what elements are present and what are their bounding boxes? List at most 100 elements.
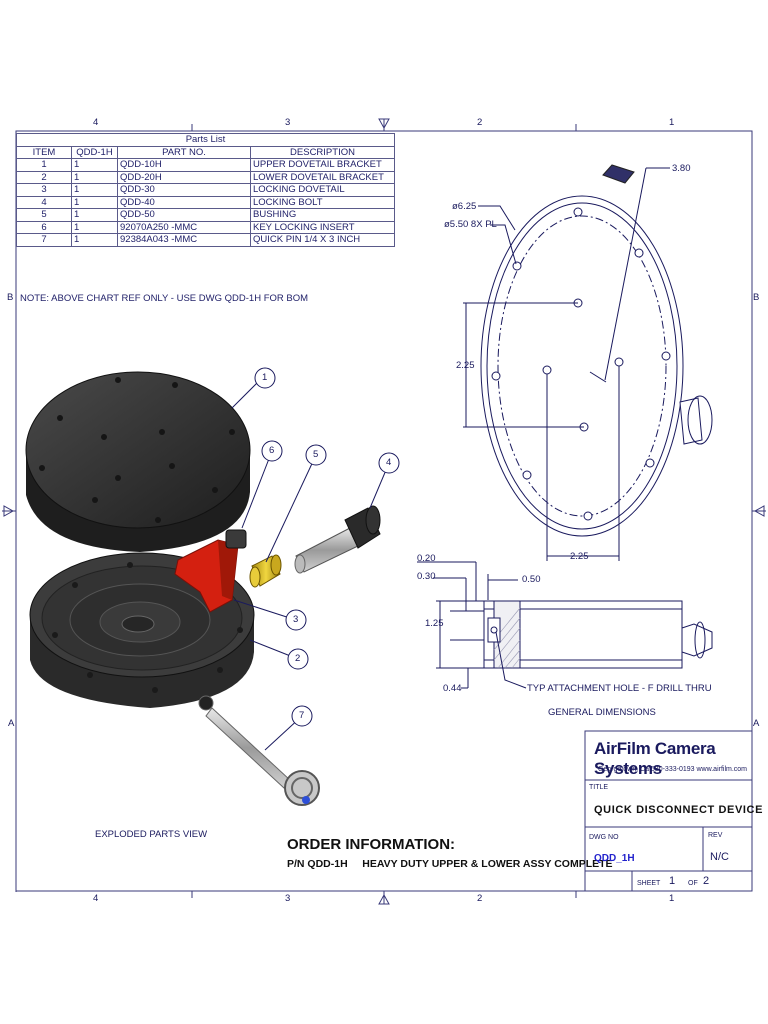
cell-description: KEY LOCKING INSERT <box>250 220 395 234</box>
zone-right-a: A <box>753 718 760 729</box>
balloon-7: 7 <box>299 710 305 721</box>
parts-list-table: Parts List ITEM QDD-1H PART NO. DESCRIPT… <box>16 133 395 247</box>
col-header-part-no: PART NO. <box>117 145 251 159</box>
balloons <box>231 367 400 751</box>
zone-top-3: 3 <box>285 117 291 128</box>
col-header-qty: QDD-1H <box>71 145 118 159</box>
col-header-item: ITEM <box>16 145 72 159</box>
col-header-description: DESCRIPTION <box>250 145 395 159</box>
quick-pin <box>205 707 320 806</box>
balloon-4: 4 <box>386 457 392 468</box>
dim-top-horizontal-2-25: 2.25 <box>570 551 589 562</box>
balloon-6: 6 <box>269 445 275 456</box>
order-information-heading: ORDER INFORMATION: <box>287 836 456 853</box>
company-address: Georgetown, Ca 530-333-0193 www.airfilm.… <box>598 766 748 773</box>
cell-qty: 1 <box>71 195 118 209</box>
dim-side-0-50: 0.50 <box>522 574 541 585</box>
cell-part-no: QDD-40 <box>117 195 251 209</box>
order-part-number-line: P/N QDD-1H HEAVY DUTY UPPER & LOWER ASSY… <box>287 858 613 870</box>
cell-part-no: QDD-50 <box>117 208 251 222</box>
cell-description: LOWER DOVETAIL BRACKET <box>250 170 395 184</box>
dim-top-dia-5-50: ø5.50 8X PL <box>444 219 497 230</box>
rev-label: REV <box>708 832 723 839</box>
side-view <box>417 561 713 689</box>
cell-item: 3 <box>16 183 72 197</box>
revision-value: N/C <box>710 851 729 863</box>
sheet-number: 1 <box>669 875 676 887</box>
balloon-2: 2 <box>295 653 301 664</box>
zone-top-4: 4 <box>93 117 99 128</box>
top-view <box>463 164 713 561</box>
lower-dovetail-bracket <box>29 552 255 711</box>
zone-left-b: B <box>7 292 14 303</box>
centering-marks <box>2 118 766 905</box>
zone-right-b: B <box>753 292 760 303</box>
dim-side-0-30: 0.30 <box>417 571 436 582</box>
cell-qty: 1 <box>71 183 118 197</box>
zone-left-a: A <box>8 718 15 729</box>
title-block-lines <box>584 730 753 892</box>
cell-description: LOCKING DOVETAIL <box>250 183 395 197</box>
sheet-label: SHEET <box>637 880 661 887</box>
attachment-hole-note: TYP ATTACHMENT HOLE - F DRILL THRU <box>527 683 712 694</box>
zone-bottom-2: 2 <box>477 893 483 904</box>
cell-part-no: QDD-30 <box>117 183 251 197</box>
zone-top-1: 1 <box>669 117 675 128</box>
dwg-no-label: DWG NO <box>589 834 619 841</box>
cell-qty: 1 <box>71 158 118 172</box>
cell-description: BUSHING <box>250 208 395 222</box>
cell-item: 1 <box>16 158 72 172</box>
zone-bottom-3: 3 <box>285 893 291 904</box>
bushing <box>249 554 282 588</box>
dim-top-vertical-2-25: 2.25 <box>456 360 475 371</box>
dim-side-1-25: 1.25 <box>425 618 444 629</box>
cell-part-no: 92070A250 -MMC <box>117 220 251 234</box>
of-label: OF <box>688 880 698 887</box>
cell-item: 2 <box>16 170 72 184</box>
key-locking-insert <box>225 529 247 549</box>
balloon-1: 1 <box>262 372 268 383</box>
balloon-3: 3 <box>293 614 299 625</box>
cell-description: LOCKING BOLT <box>250 195 395 209</box>
cell-part-no: QDD-10H <box>117 158 251 172</box>
cell-qty: 1 <box>71 220 118 234</box>
general-dimensions-caption: GENERAL DIMENSIONS <box>548 707 656 718</box>
zone-bottom-1: 1 <box>669 893 675 904</box>
cell-qty: 1 <box>71 233 118 247</box>
exploded-view-caption: EXPLODED PARTS VIEW <box>95 829 208 840</box>
cell-item: 6 <box>16 220 72 234</box>
dim-side-0-20: 0.20 <box>417 553 436 564</box>
exploded-assembly <box>25 367 400 806</box>
cell-part-no: 92384A043 -MMC <box>117 233 251 247</box>
cell-part-no: QDD-20H <box>117 170 251 184</box>
balloon-5: 5 <box>313 449 319 460</box>
upper-dovetail-bracket <box>25 371 251 552</box>
parts-list-title: Parts List <box>16 133 395 147</box>
zone-bottom-4: 4 <box>93 893 99 904</box>
locking-bolt <box>294 505 381 574</box>
cell-description: QUICK PIN 1/4 X 3 INCH <box>250 233 395 247</box>
cell-item: 4 <box>16 195 72 209</box>
company-name: AirFilm Camera Systems <box>594 739 716 778</box>
title-label: TITLE <box>589 784 609 791</box>
zone-top-2: 2 <box>477 117 483 128</box>
parts-list-note: NOTE: ABOVE CHART REF ONLY - USE DWG QDD… <box>20 293 309 304</box>
cell-item: 7 <box>16 233 72 247</box>
drawing-number: QDD_1H <box>594 853 635 864</box>
cell-item: 5 <box>16 208 72 222</box>
dim-top-3-80: 3.80 <box>672 163 691 174</box>
sheet-total: 2 <box>703 875 710 887</box>
cell-qty: 1 <box>71 170 118 184</box>
cell-description: UPPER DOVETAIL BRACKET <box>250 158 395 172</box>
drawing-title: QUICK DISCONNECT DEVICE <box>594 804 764 816</box>
cell-qty: 1 <box>71 208 118 222</box>
dim-top-dia-6-25: ø6.25 <box>452 201 477 212</box>
